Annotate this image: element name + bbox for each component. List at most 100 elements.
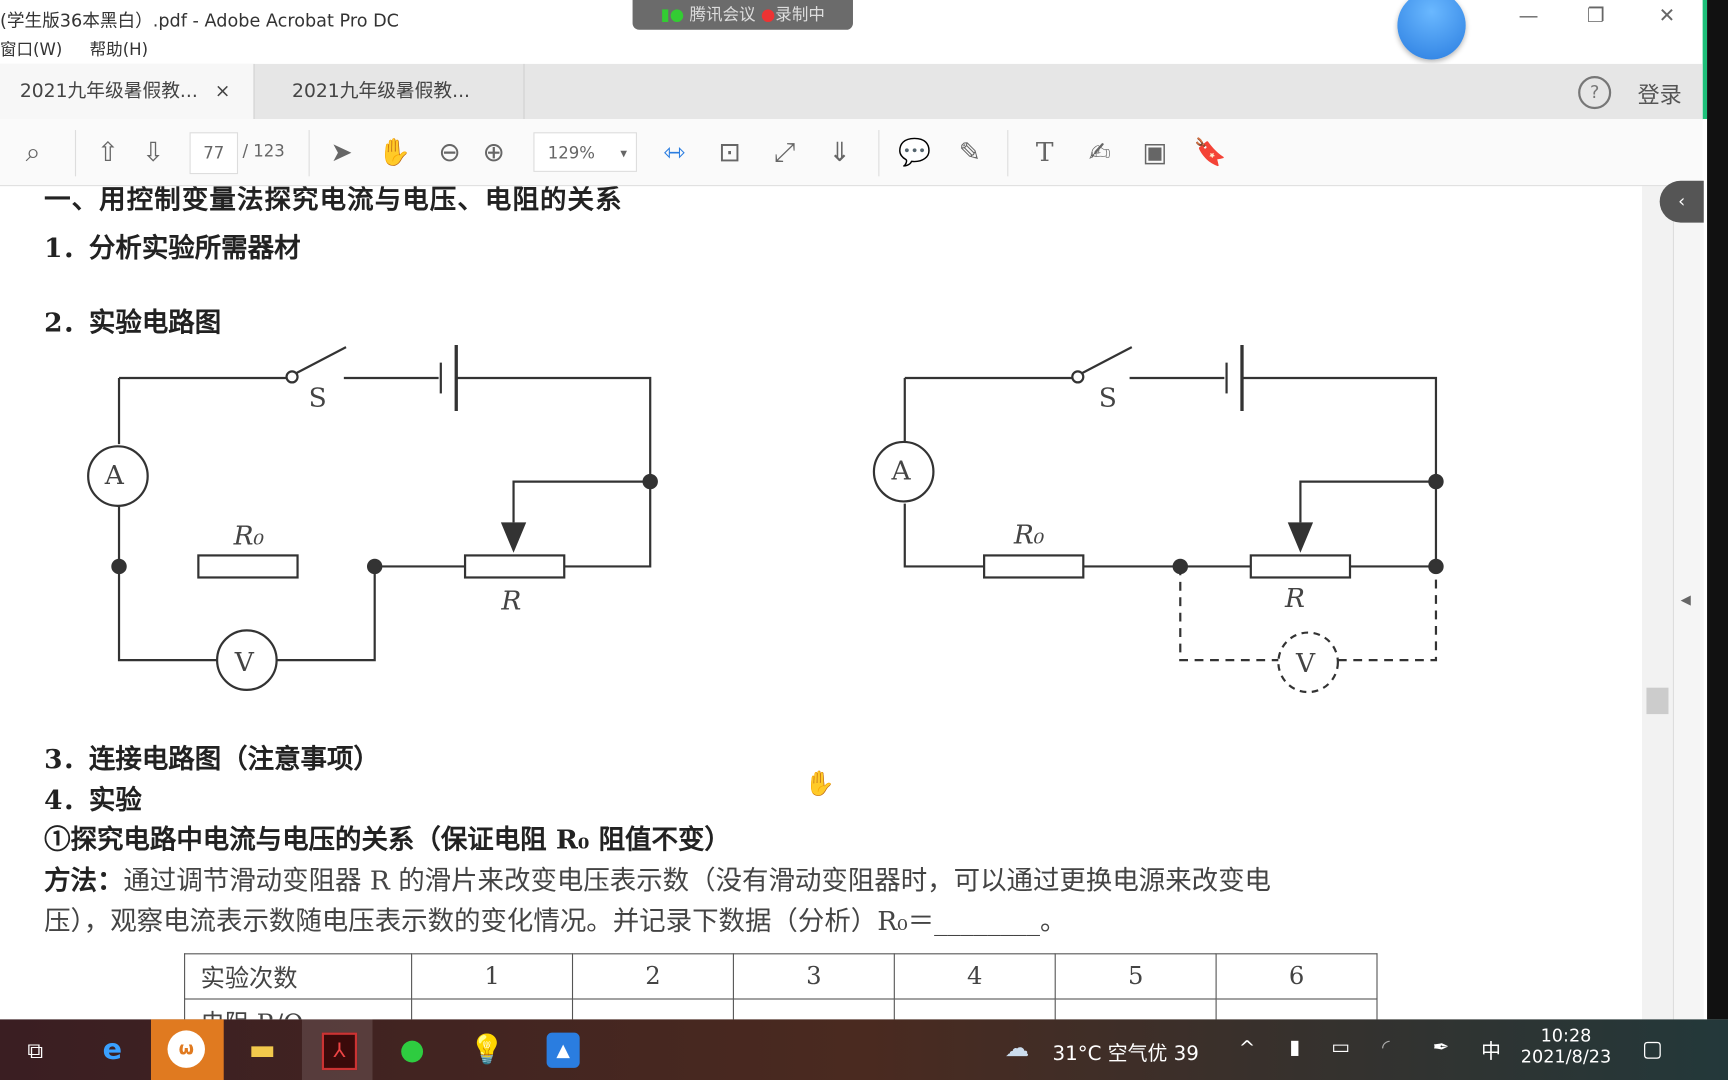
login-button[interactable]: 登录 <box>1637 81 1682 108</box>
data-table: 实验次数 1 2 3 4 5 6 电阻 R/Ω <box>184 953 1378 1020</box>
scroll-mode-icon[interactable]: ⇓ <box>828 136 851 168</box>
fill-sign-icon[interactable]: ✍ <box>1088 136 1111 168</box>
wps-app-button[interactable]: ω <box>150 1019 224 1080</box>
menu-window[interactable]: 窗口(W) <box>0 39 63 60</box>
cloud-icon: ☁ <box>1005 1034 1030 1063</box>
label-ammeter: A <box>891 455 911 486</box>
microphone-icon[interactable]: ▮ <box>1289 1035 1301 1060</box>
wifi-icon[interactable]: ◜ <box>1381 1035 1390 1060</box>
file-explorer-icon[interactable]: ▬ <box>248 1033 276 1067</box>
label-switch: S <box>1098 382 1117 414</box>
table-header-cell: 实验次数 <box>184 953 413 1000</box>
tab-close-icon[interactable]: × <box>214 80 231 103</box>
right-pane-toggle[interactable]: ◀ <box>1672 186 1704 1020</box>
next-page-icon[interactable]: ⇩ <box>142 136 165 168</box>
divider <box>878 130 880 177</box>
divider <box>74 130 77 177</box>
menu-help[interactable]: 帮助(H) <box>89 39 149 60</box>
meeting-indicator[interactable]: ▮● 腾讯会议 ●录制中 <box>632 0 853 30</box>
weather-text[interactable]: 31°C 空气优 39 <box>1052 1042 1199 1066</box>
image-icon[interactable]: ▣ <box>1142 136 1168 168</box>
tray-expand-icon[interactable]: ^ <box>1238 1037 1256 1061</box>
method-text: 通过调节滑动变阻器 R 的滑片来改变电压表示数（没有滑动变阻器时，可以通过更换电… <box>123 865 1272 896</box>
label-fixed-resistor: R₀ <box>1013 519 1045 550</box>
tab-document-1[interactable]: 2021九年级暑假教... × <box>0 63 254 120</box>
table-row-label: 电阻 R/Ω <box>184 998 413 1020</box>
table-row: 实验次数 1 2 3 4 5 6 <box>184 953 1378 1000</box>
signal-icon: ▮● <box>660 4 690 25</box>
meeting-app-icon[interactable]: ▲ <box>546 1032 580 1068</box>
divider <box>308 130 310 177</box>
label-rheostat: R <box>501 585 522 617</box>
zoom-value: 129% <box>547 143 595 164</box>
table-header-cell: 6 <box>1215 953 1378 1000</box>
menu-bar: 窗口(W) 帮助(H) <box>0 37 170 60</box>
record-dot-icon: ● <box>760 4 776 25</box>
hand-tool-icon[interactable]: ✋ <box>378 136 411 168</box>
recording-label: 录制中 <box>775 4 825 25</box>
text-tool-icon[interactable]: T <box>1035 136 1054 168</box>
previous-page-icon[interactable]: ⇧ <box>96 136 120 168</box>
collapse-panel-button[interactable]: ‹ <box>1659 180 1704 223</box>
tab-document-2[interactable]: 2021九年级暑假教... <box>253 63 525 120</box>
close-button[interactable]: ✕ <box>1658 4 1676 28</box>
item-4: 4．实验 <box>44 783 142 816</box>
table-header-cell: 5 <box>1054 953 1217 1000</box>
tab-label: 2021九年级暑假教... <box>292 80 471 103</box>
battery-icon[interactable]: ▭ <box>1331 1035 1351 1060</box>
zoom-in-icon[interactable]: ⊕ <box>482 136 505 168</box>
clock-time: 10:28 <box>1540 1024 1592 1046</box>
method-label: 方法： <box>44 863 124 896</box>
label-voltmeter: V <box>1295 647 1316 679</box>
section-heading: 一、用控制变量法探究电流与电压、电阻的关系 <box>44 186 623 215</box>
table-header-cell: 2 <box>571 953 734 1000</box>
select-arrow-icon[interactable]: ➤ <box>330 136 353 168</box>
scrollbar-thumb[interactable] <box>1646 687 1669 715</box>
floating-assistant-ball[interactable] <box>1397 0 1466 60</box>
label-ammeter: A <box>104 459 124 491</box>
table-cell <box>411 998 574 1020</box>
hand-cursor-icon: ✋ <box>804 770 835 798</box>
toolbar: ⌕ ⇧ ⇩ 77 / 123 ➤ ✋ ⊖ ⊕ 129%▾ ⇿ ⊡ ⤢ ⇓ 💬 ✎… <box>0 119 1703 187</box>
acrobat-app-button[interactable]: ⅄ <box>301 1019 373 1080</box>
title-bar: (学生版36本黑白）.pdf - Adobe Acrobat Pro DC 窗口… <box>0 0 1703 64</box>
label-switch: S <box>308 382 327 414</box>
notification-icon[interactable]: ▢ <box>1642 1034 1663 1062</box>
bookmark-icon[interactable]: 🔖 <box>1193 136 1227 168</box>
label-rheostat: R <box>1284 582 1305 614</box>
page-number-input[interactable]: 77 <box>189 132 239 175</box>
share-border <box>1702 0 1708 120</box>
document-page[interactable]: 一、用控制变量法探究电流与电压、电阻的关系 1．分析实验所需器材 2．实验电路图… <box>0 186 1643 1020</box>
task-view-icon[interactable]: ⧉ <box>27 1037 44 1064</box>
input-method-indicator[interactable]: 中 <box>1481 1040 1501 1064</box>
highlight-pen-icon[interactable]: ✎ <box>958 136 981 168</box>
table-cell <box>1215 998 1378 1020</box>
search-icon[interactable]: ⌕ <box>25 136 41 168</box>
chevron-left-icon[interactable]: ◀ <box>1680 591 1691 608</box>
zoom-out-icon[interactable]: ⊖ <box>438 136 461 168</box>
label-voltmeter: V <box>234 646 254 678</box>
table-cell <box>732 998 895 1020</box>
circuit-diagram-2 <box>872 344 1444 694</box>
ie-icon[interactable]: e <box>102 1033 123 1067</box>
fit-width-icon[interactable]: ⇿ <box>663 136 686 168</box>
help-icon[interactable]: ? <box>1578 76 1612 110</box>
table-row: 电阻 R/Ω <box>184 998 1378 1020</box>
comment-icon[interactable]: 💬 <box>898 136 932 168</box>
restore-button[interactable]: ❐ <box>1586 4 1605 28</box>
minimize-button[interactable]: — <box>1518 4 1539 28</box>
wps-icon: ω <box>167 1030 205 1068</box>
page-total: / 123 <box>242 141 285 161</box>
method-line-2: 压），观察电流表示数随电压表示数的变化情况。并记录下数据（分析）R₀＝_____… <box>44 905 1067 937</box>
table-header-cell: 3 <box>732 953 895 1000</box>
table-cell <box>571 998 734 1020</box>
lamp-app-icon[interactable]: 💡 <box>469 1033 505 1067</box>
fullscreen-icon[interactable]: ⤢ <box>774 136 796 168</box>
zoom-select[interactable]: 129%▾ <box>533 132 637 172</box>
wechat-icon[interactable]: ● <box>399 1033 425 1067</box>
taskbar: ⧉ e ω ▬ ⅄ ● 💡 ▲ ☁ 31°C 空气优 39 ^ ▮ ▭ ◜ ✒ … <box>0 1019 1728 1080</box>
fit-page-icon[interactable]: ⊡ <box>718 136 741 168</box>
vertical-scrollbar[interactable] <box>1642 186 1673 1020</box>
pen-icon[interactable]: ✒ <box>1432 1035 1450 1060</box>
